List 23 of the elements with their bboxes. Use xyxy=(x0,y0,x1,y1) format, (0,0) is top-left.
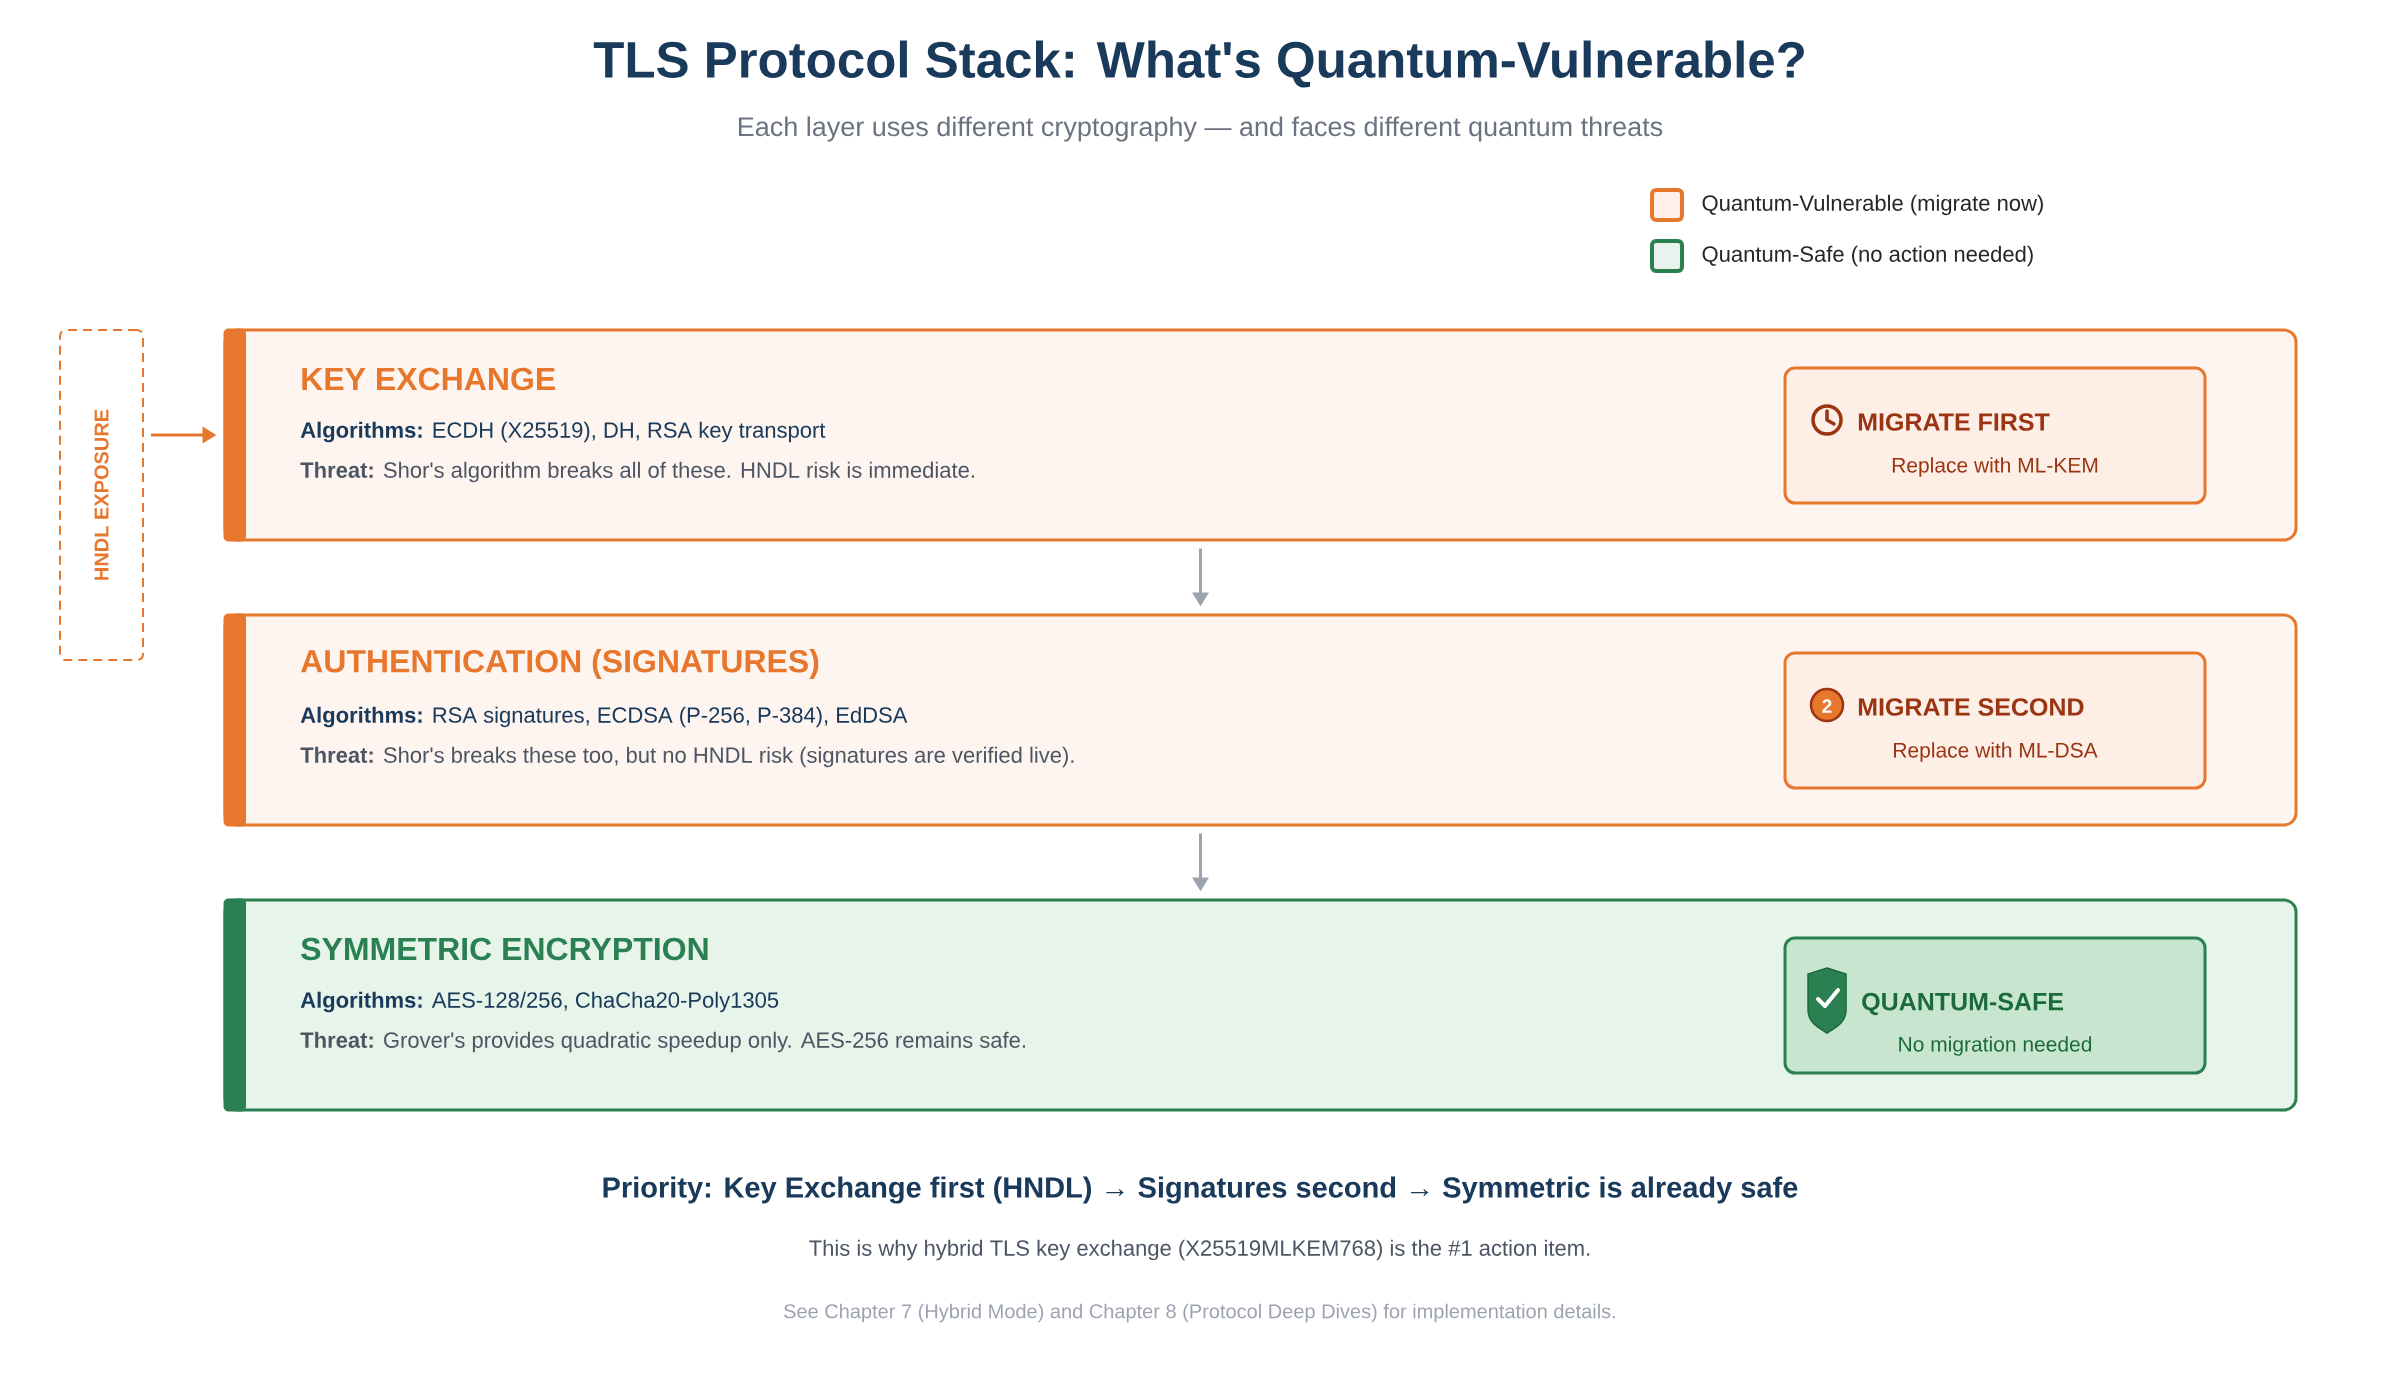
algorithms-text: Algorithms: AES-128/256, ChaCha20-Poly1305 xyxy=(300,991,779,1013)
vertical-label: HNDL EXPOSURE xyxy=(94,409,109,580)
badge-note: No migration needed xyxy=(1899,1036,2092,1056)
badge-note: Replace with ML-DSA xyxy=(1894,742,2098,762)
badge-title: MIGRATE FIRST xyxy=(1858,413,2050,431)
threat-text: Threat: Shor's algorithm breaks all of these. HNDL risk is immediate. xyxy=(300,461,974,483)
subtitle: Each layer uses different cryptography — and faces different quantum threats xyxy=(738,116,1663,142)
title: TLS Protocol Stack: What's Quantum-Vulnerable? xyxy=(593,40,1804,88)
threat-text: Threat: Grover's provides quadratic speedup only. AES-256 remains safe. xyxy=(300,1031,1025,1053)
badge-title: MIGRATE SECOND xyxy=(1858,698,2084,716)
threat-text: Threat: Shor's breaks these too, but no HNDL risk (signatures are verified live). xyxy=(300,746,1074,768)
layer-heading: AUTHENTICATION (SIGNATURES) xyxy=(301,649,819,679)
legend-label: Quantum-Safe (no action needed) xyxy=(1702,245,2033,267)
priority-summary: Priority: Key Exchange first (HNDL) → Signatures second → Symmetric is already safe xyxy=(603,1176,1798,1204)
badge-note: Replace with ML-KEM xyxy=(1892,457,2098,477)
algorithms-text: Algorithms: RSA signatures, ECDSA (P-256, P-384), EdDSA xyxy=(300,706,908,728)
badge-title: QUANTUM-SAFE xyxy=(1862,992,2063,1016)
note-text: This is why hybrid TLS key exchange (X25519MLKEM768) is the #1 action item. xyxy=(809,1239,1590,1261)
legend-label: Quantum-Vulnerable (migrate now) xyxy=(1702,194,2043,216)
layer-heading: KEY EXCHANGE xyxy=(302,367,555,391)
layer-heading: SYMMETRIC ENCRYPTION xyxy=(301,937,708,961)
algorithms-text: Algorithms: ECDH (X25519), DH, RSA key transport xyxy=(300,421,826,443)
footnote: See Chapter 7 (Hybrid Mode) and Chapter 8 (Protocol Deep Dives) for implementation details. xyxy=(784,1303,1615,1323)
